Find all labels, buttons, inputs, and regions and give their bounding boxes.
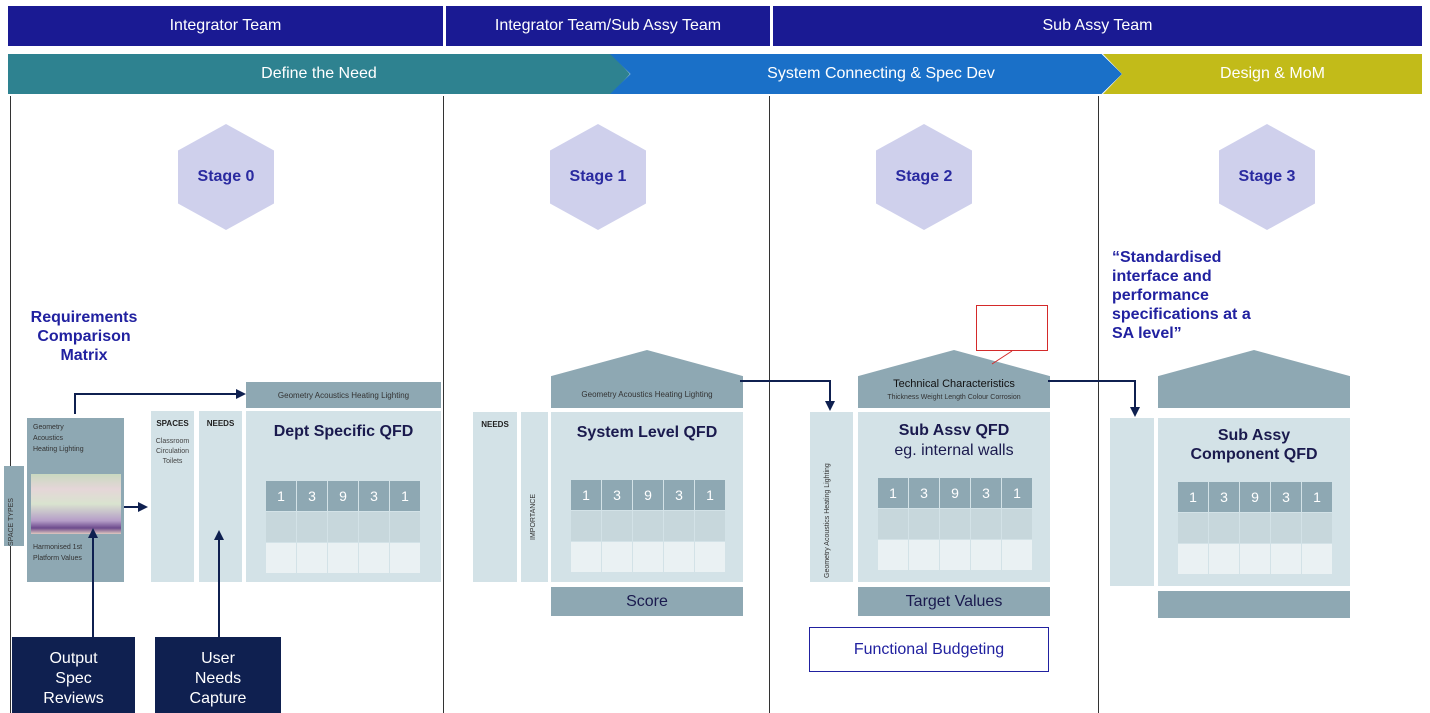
- requirements-matrix: Geometry Acoustics Heating Lighting Harm…: [27, 418, 124, 582]
- weight-cell: 1: [571, 480, 601, 510]
- stage-hexagon: Stage 3: [1219, 124, 1315, 230]
- column-divider: [10, 96, 11, 713]
- stage0-characteristics-bar: Geometry Acoustics Heating Lighting: [246, 382, 441, 408]
- arrow-stage1-to-stage2: [740, 380, 835, 411]
- team-label: Sub Assy Team: [1042, 17, 1153, 34]
- weight-cell: 9: [940, 478, 970, 508]
- stage-label: Stage 2: [895, 168, 953, 185]
- weight-cell: 9: [633, 480, 663, 510]
- weight-cell: 3: [602, 480, 632, 510]
- user-box-label: User Needs Capture: [189, 650, 247, 707]
- weight-cell: 3: [971, 478, 1001, 508]
- phase-design-mom: Design & MoM: [1103, 54, 1422, 94]
- technical-characteristics-items: Thickness Weight Length Colour Corrosion: [887, 394, 1021, 401]
- spaces-label: SPACES: [156, 419, 189, 428]
- weight-cell: 1: [878, 478, 908, 508]
- spaces-column: SPACES Classroom Circulation Toilets: [151, 411, 194, 582]
- stage-label: Stage 1: [569, 168, 627, 185]
- stage-hexagon: Stage 1: [550, 124, 646, 230]
- callout-pointer: [991, 350, 1013, 365]
- matrix-top-label: Geometry Acoustics Heating Lighting: [33, 424, 84, 453]
- target-values-bar: Target Values: [858, 587, 1050, 616]
- team-header-integrator-subassy: Integrator Team/Sub Assy Team: [446, 6, 770, 46]
- system-qfd-title: System Level QFD: [576, 424, 718, 441]
- qfd-matrix: 1 3 9 3 1: [878, 478, 1032, 570]
- component-qfd-panel: Sub Assy Component QFD 1 3 9 3 1: [1158, 418, 1350, 586]
- qfd-matrix: 1 3 9 3 1: [1178, 482, 1332, 574]
- stage-label: Stage 3: [1238, 168, 1296, 185]
- stage1-roof-label: Geometry Acoustics Heating Lighting: [581, 390, 713, 399]
- qfd-matrix: 1 3 9 3 1: [571, 480, 725, 572]
- arrow-matrix-to-characteristics: [74, 389, 246, 414]
- phase-label: System Connecting & Spec Dev: [767, 65, 995, 82]
- weight-cell: 1: [1002, 478, 1032, 508]
- weight-cell: 1: [1302, 482, 1332, 512]
- weight-cell: 3: [664, 480, 694, 510]
- characteristics-label: Geometry Acoustics Heating Lighting: [277, 390, 410, 400]
- weight-cell: 3: [359, 481, 389, 511]
- column-divider: [769, 96, 770, 713]
- subassy-qfd-subtitle: eg. internal walls: [894, 442, 1014, 459]
- column-divider: [443, 96, 444, 713]
- weight-cell: 3: [909, 478, 939, 508]
- stage2-side-column: [810, 412, 853, 582]
- phase-define-need: Define the Need: [8, 54, 630, 94]
- needs-label: NEEDS: [206, 419, 235, 428]
- needs-column: NEEDS: [199, 411, 242, 582]
- stage3-side-column: [1110, 418, 1154, 586]
- stage1-needs-column: NEEDS: [473, 412, 517, 582]
- weight-cell: 1: [266, 481, 296, 511]
- weight-cell: 1: [695, 480, 725, 510]
- weight-cell: 3: [1271, 482, 1301, 512]
- component-qfd-title: Sub Assy Component QFD: [1190, 427, 1318, 463]
- stage-label: Stage 0: [197, 168, 255, 185]
- phase-system-connecting: System Connecting & Spec Dev: [610, 54, 1122, 94]
- phase-label: Design & MoM: [1220, 65, 1325, 82]
- weight-cell: 3: [1209, 482, 1239, 512]
- arrow-stage2-to-stage3: [1048, 380, 1140, 417]
- score-bar: Score: [551, 587, 743, 616]
- output-box-label: Output Spec Reviews: [43, 650, 104, 707]
- functional-budgeting-box: Functional Budgeting: [809, 627, 1049, 672]
- score-label: Score: [626, 592, 668, 610]
- stage-hexagon: Stage 2: [876, 124, 972, 230]
- dept-qfd-panel: Dept Specific QFD 1 3 9 3 1: [246, 411, 441, 582]
- technical-characteristics-title: Technical Characteristics: [893, 378, 1015, 390]
- column-divider: [1098, 96, 1099, 713]
- target-values-label: Target Values: [905, 592, 1003, 610]
- team-label: Integrator Team/Sub Assy Team: [494, 17, 722, 34]
- team-header-integrator: Integrator Team: [8, 6, 443, 46]
- matrix-heatmap: [31, 474, 121, 534]
- output-spec-reviews-box: Output Spec Reviews: [12, 637, 135, 713]
- weight-cell: 1: [390, 481, 420, 511]
- stage-hexagon: Stage 0: [178, 124, 274, 230]
- functional-budgeting-label: Functional Budgeting: [853, 640, 1005, 658]
- phase-label: Define the Need: [261, 65, 377, 82]
- spaces-items: Classroom Circulation Toilets: [155, 438, 190, 465]
- callout-box: [976, 305, 1048, 351]
- importance-column: [521, 412, 548, 582]
- subassy-qfd-title: Sub Assv QFD: [898, 422, 1010, 439]
- weight-cell: 3: [297, 481, 327, 511]
- matrix-bottom-label: Harmonised 1st Platform Values: [33, 544, 83, 562]
- system-qfd-panel: System Level QFD 1 3 9 3 1: [551, 412, 743, 582]
- weight-cell: 9: [1240, 482, 1270, 512]
- requirements-matrix-title: Requirements Comparison Matrix: [30, 309, 138, 364]
- stage3-quote: “Standardised interface and performance …: [1112, 249, 1251, 342]
- component-bottom-bar: [1158, 591, 1350, 618]
- space-types-tab: [4, 466, 24, 546]
- dept-qfd-title: Dept Specific QFD: [273, 423, 414, 440]
- team-label: Integrator Team: [169, 17, 282, 34]
- subassy-qfd-panel: Sub Assv QFD eg. internal walls 1 3 9 3 …: [858, 412, 1050, 582]
- qfd-matrix: 1 3 9 3 1: [266, 481, 420, 573]
- user-needs-capture-box: User Needs Capture: [155, 637, 281, 713]
- weight-cell: 1: [1178, 482, 1208, 512]
- weight-cell: 9: [328, 481, 358, 511]
- team-header-subassy: Sub Assy Team: [773, 6, 1422, 46]
- needs-label: NEEDS: [481, 420, 509, 429]
